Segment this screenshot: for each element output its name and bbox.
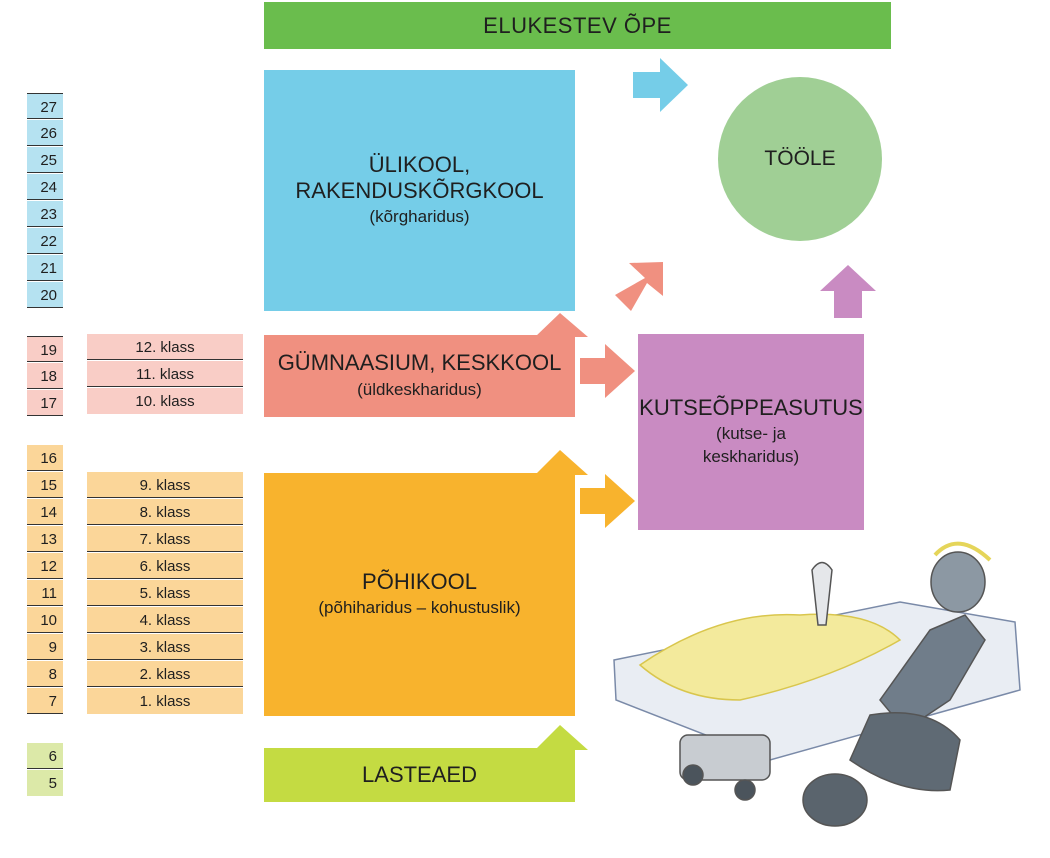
university-subtitle: (kõrgharidus) bbox=[369, 207, 470, 227]
age-cell: 25 bbox=[27, 147, 63, 173]
age-cell: 23 bbox=[27, 201, 63, 227]
basic-school-box: PÕHIKOOL (põhiharidus – kohustuslik) bbox=[264, 473, 575, 716]
university-title-line2: RAKENDUSKÕRGKOOL bbox=[295, 178, 544, 204]
grade-cell: 1. klass bbox=[87, 688, 243, 714]
grade-cell: 10. klass bbox=[87, 388, 243, 414]
banner-label: ELUKESTEV ÕPE bbox=[483, 12, 672, 38]
university-box: ÜLIKOOL, RAKENDUSKÕRGKOOL (kõrgharidus) bbox=[264, 70, 575, 311]
grade-cell: 4. klass bbox=[87, 607, 243, 633]
grade-cell: 9. klass bbox=[87, 472, 243, 498]
gymnasium-to-university-arrow bbox=[535, 313, 588, 337]
gymnasium-to-vocational-arrow bbox=[580, 344, 635, 398]
basic-school-title: PÕHIKOOL bbox=[362, 568, 477, 594]
age-cell: 21 bbox=[27, 255, 63, 281]
grade-cell: 12. klass bbox=[87, 334, 243, 360]
basic-to-gymnasium-arrow bbox=[535, 450, 588, 475]
vocational-subtitle-line1: (kutse- ja bbox=[716, 424, 786, 444]
age-cell: 11 bbox=[27, 580, 63, 606]
kindergarten-box: LASTEAED bbox=[264, 748, 575, 802]
age-cell: 14 bbox=[27, 499, 63, 525]
grade-cell: 7. klass bbox=[87, 526, 243, 552]
child-in-sandbox-illustration bbox=[613, 541, 1021, 827]
vocational-school-box: KUTSEÕPPEASUTUS (kutse- ja keskharidus) bbox=[638, 334, 864, 530]
to-work-circle: TÖÖLE bbox=[718, 77, 882, 241]
age-cell: 6 bbox=[27, 743, 63, 769]
gymnasium-box: GÜMNAASIUM, KESKKOOL (üldkeskharidus) bbox=[264, 335, 575, 417]
grade-cell: 11. klass bbox=[87, 361, 243, 387]
gymnasium-subtitle: (üldkeskharidus) bbox=[357, 379, 482, 399]
lifelong-learning-banner: ELUKESTEV ÕPE bbox=[264, 2, 891, 49]
kindergarten-title: LASTEAED bbox=[362, 761, 477, 787]
kindergarten-to-basic-arrow bbox=[535, 725, 588, 750]
age-cell: 20 bbox=[27, 282, 63, 308]
grade-cell: 2. klass bbox=[87, 661, 243, 687]
age-cell: 24 bbox=[27, 174, 63, 200]
age-cell: 5 bbox=[27, 770, 63, 796]
age-cell: 18 bbox=[27, 363, 63, 389]
basic-to-vocational-arrow bbox=[580, 474, 635, 528]
basic-school-subtitle: (põhiharidus – kohustuslik) bbox=[318, 598, 521, 618]
age-cell: 8 bbox=[27, 661, 63, 687]
grade-cell: 5. klass bbox=[87, 580, 243, 606]
age-cell: 7 bbox=[27, 688, 63, 714]
university-title-line1: ÜLIKOOL, bbox=[368, 151, 471, 177]
gymnasium-to-work-arrow bbox=[615, 262, 663, 311]
to-work-label: TÖÖLE bbox=[764, 147, 836, 170]
age-cell: 13 bbox=[27, 526, 63, 552]
age-cell: 19 bbox=[27, 336, 63, 362]
age-cell: 15 bbox=[27, 472, 63, 498]
age-cell: 9 bbox=[27, 634, 63, 660]
gymnasium-title: GÜMNAASIUM, KESKKOOL bbox=[277, 350, 562, 376]
age-cell: 12 bbox=[27, 553, 63, 579]
grade-cell: 8. klass bbox=[87, 499, 243, 525]
age-cell: 16 bbox=[27, 445, 63, 471]
age-cell: 26 bbox=[27, 120, 63, 146]
age-cell: 27 bbox=[27, 93, 63, 119]
university-to-work-arrow bbox=[633, 58, 688, 112]
grade-cell: 3. klass bbox=[87, 634, 243, 660]
vocational-title: KUTSEÕPPEASUTUS bbox=[639, 394, 863, 420]
age-cell: 22 bbox=[27, 228, 63, 254]
vocational-subtitle-line2: keskharidus) bbox=[702, 447, 800, 467]
grade-cell: 6. klass bbox=[87, 553, 243, 579]
age-cell: 10 bbox=[27, 607, 63, 633]
vocational-to-work-arrow bbox=[820, 265, 876, 318]
age-cell: 17 bbox=[27, 390, 63, 416]
